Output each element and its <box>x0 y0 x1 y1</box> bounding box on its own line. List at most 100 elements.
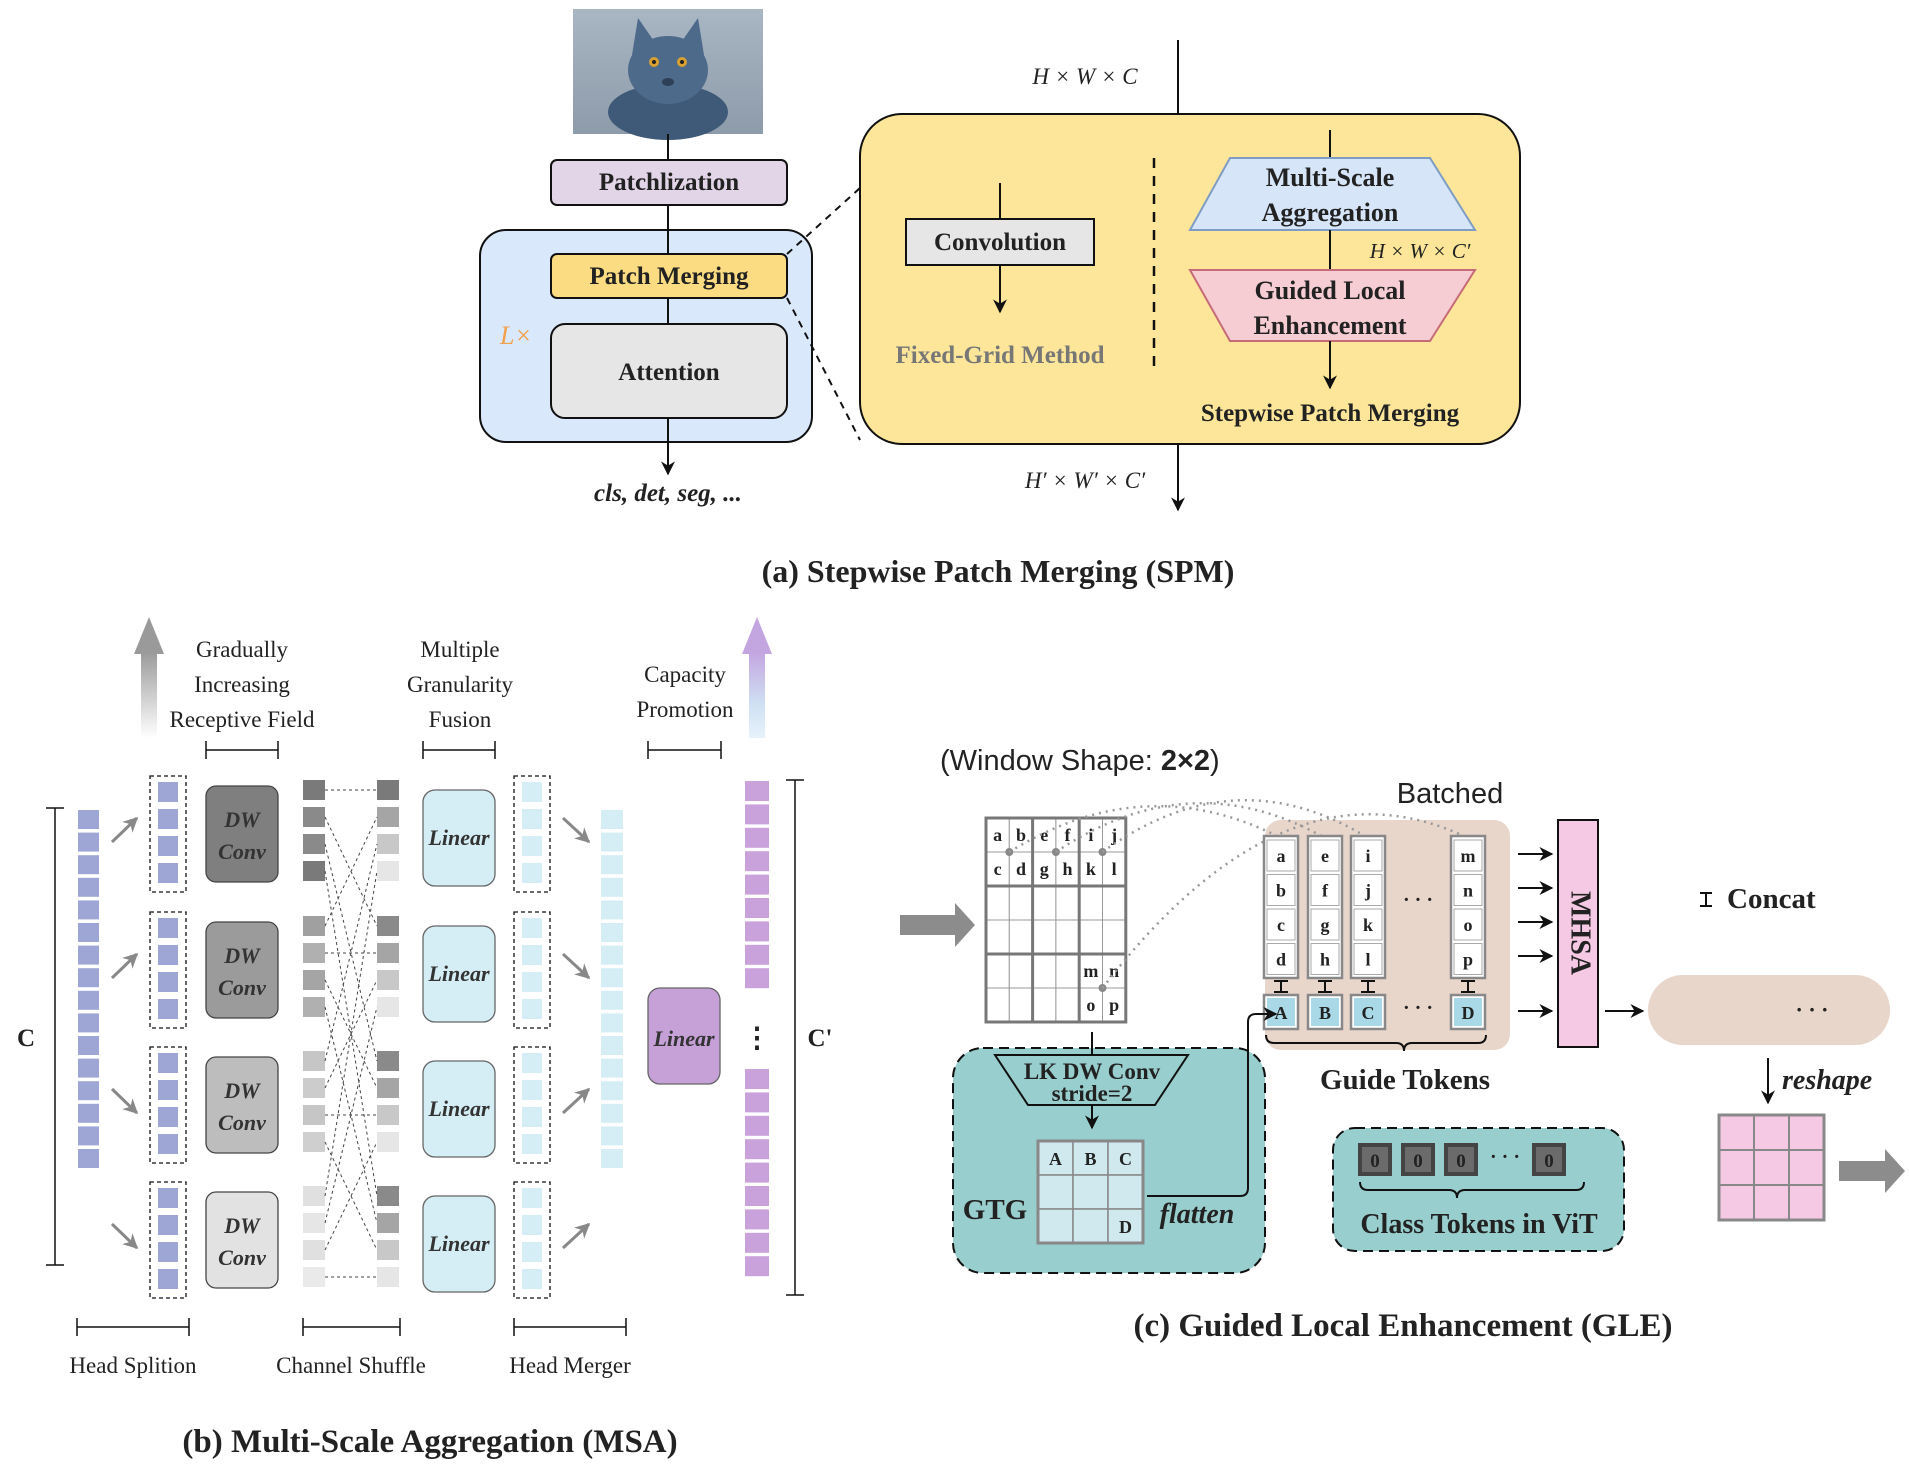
output-channel-cell <box>745 781 769 801</box>
output-channel-cell <box>745 921 769 942</box>
output-channel-cell <box>745 804 769 825</box>
patchlization-label: Patchlization <box>599 169 739 196</box>
head-cell <box>158 1188 178 1208</box>
window-grid-cell <box>1078 919 1103 955</box>
input-channel-cell <box>78 832 99 852</box>
merge-group <box>513 1046 551 1164</box>
token-cell <box>1353 908 1383 941</box>
token-letter: l <box>1365 950 1370 970</box>
class-token-inner <box>1448 1147 1474 1172</box>
merge-cell <box>522 1053 542 1073</box>
label-c: C <box>17 1025 35 1052</box>
panel-b: Gradually Increasing Receptive Field Mul… <box>17 617 833 1460</box>
window-grid-cell <box>1055 919 1080 955</box>
head-cell <box>158 1107 178 1127</box>
output-channel-cell <box>745 1162 769 1183</box>
gtg-letter: B <box>1084 1149 1096 1169</box>
input-channel-cell <box>78 1058 99 1078</box>
output-channel-cell <box>745 944 769 965</box>
shuffle-link <box>324 843 378 1062</box>
merge-cell <box>522 999 542 1019</box>
guide-token <box>1354 998 1382 1026</box>
class-token-dots: · · · <box>1490 1146 1520 1168</box>
output-channel-cell <box>745 968 769 989</box>
head-merger-label: Head Merger <box>509 1353 631 1378</box>
merged-channel-cell <box>601 1103 623 1123</box>
top-fusion-2: Granularity <box>407 672 514 697</box>
shuffle-cell <box>303 1132 325 1152</box>
channel-shuffle-label: Channel Shuffle <box>276 1353 426 1378</box>
shuffle-cell <box>377 1051 399 1071</box>
class-tokens-label: Class Tokens in ViT <box>1360 1209 1598 1240</box>
window-grid-letter: c <box>994 859 1002 879</box>
merge-cell <box>522 1080 542 1100</box>
token-cell <box>1266 839 1296 872</box>
merge-cell <box>522 945 542 965</box>
merged-channel-cell <box>601 990 623 1010</box>
merge-cell <box>522 1242 542 1262</box>
top-fusion-1: Multiple <box>420 637 499 662</box>
window-grid-cell <box>1032 953 1057 989</box>
panel-a: Patchlization Patch Merging Attention L×… <box>479 9 1521 589</box>
head-group <box>149 1046 187 1164</box>
token-letter: c <box>1277 915 1285 935</box>
head-group <box>149 775 187 893</box>
shuffle-cell <box>377 1105 399 1125</box>
window-link <box>1101 812 1469 989</box>
window-grid-cell <box>1032 919 1057 955</box>
shuffle-cell <box>303 1240 325 1260</box>
input-channel-cell <box>78 810 99 829</box>
token-cell <box>1266 874 1296 906</box>
input-channel-cell <box>78 900 99 920</box>
merge-cell <box>522 836 542 856</box>
bottom-brackets <box>76 1318 627 1336</box>
flatten-label: flatten <box>1160 1199 1235 1230</box>
gle-label-1: Guided Local <box>1255 276 1406 305</box>
capacity-linear-label: Linear <box>652 1026 715 1051</box>
shuffle-cell <box>377 997 399 1017</box>
dim-mid-label: H × W × C′ <box>1369 239 1471 263</box>
merge-group <box>513 1181 551 1299</box>
head-cell <box>158 1053 178 1073</box>
token-letter: b <box>1276 881 1286 901</box>
class-token-value: 0 <box>1413 1151 1423 1172</box>
token-cell <box>1453 839 1483 872</box>
output-channel-cell <box>745 874 769 895</box>
merged-channel-cell <box>601 945 623 965</box>
output-channel-cell <box>745 827 769 848</box>
token-letter: n <box>1463 881 1473 901</box>
head-cell <box>158 945 178 965</box>
gtg-grid-cell <box>1072 1208 1109 1244</box>
head-cell <box>158 782 178 802</box>
shuffle-link <box>324 843 378 1062</box>
token-cell <box>1453 874 1483 906</box>
label-c-prime: C' <box>808 1025 833 1052</box>
input-channel-cell <box>78 1013 99 1033</box>
token-letter: f <box>1322 881 1329 901</box>
top-receptive-1: Gradually <box>196 637 288 662</box>
merged-channel-cell <box>601 832 623 852</box>
head-cell <box>158 1134 178 1154</box>
reshape-cell <box>1718 1184 1755 1221</box>
merge-cell <box>522 972 542 992</box>
token-letter: o <box>1464 915 1473 935</box>
reshape-grid <box>1717 1113 1826 1222</box>
token-letter: k <box>1363 915 1373 935</box>
linear-label: Linear <box>427 1096 490 1121</box>
class-tokens-brace <box>1359 1181 1585 1199</box>
output-channel-cell <box>745 898 769 918</box>
window-grid-letter: a <box>993 825 1002 845</box>
head-group <box>149 1181 187 1299</box>
merge-cell <box>522 1107 542 1127</box>
merged-channel-cell <box>601 877 623 897</box>
head-cell <box>158 809 178 829</box>
head-cell <box>158 918 178 938</box>
window-grid-cell <box>1032 885 1057 921</box>
merged-channel-cell <box>601 1058 623 1078</box>
merge-cell <box>522 918 542 938</box>
merged-channel-cell <box>601 1081 623 1101</box>
top-capacity-1: Capacity <box>644 662 726 687</box>
head-cell <box>158 1242 178 1262</box>
dw-conv-box <box>205 785 279 883</box>
